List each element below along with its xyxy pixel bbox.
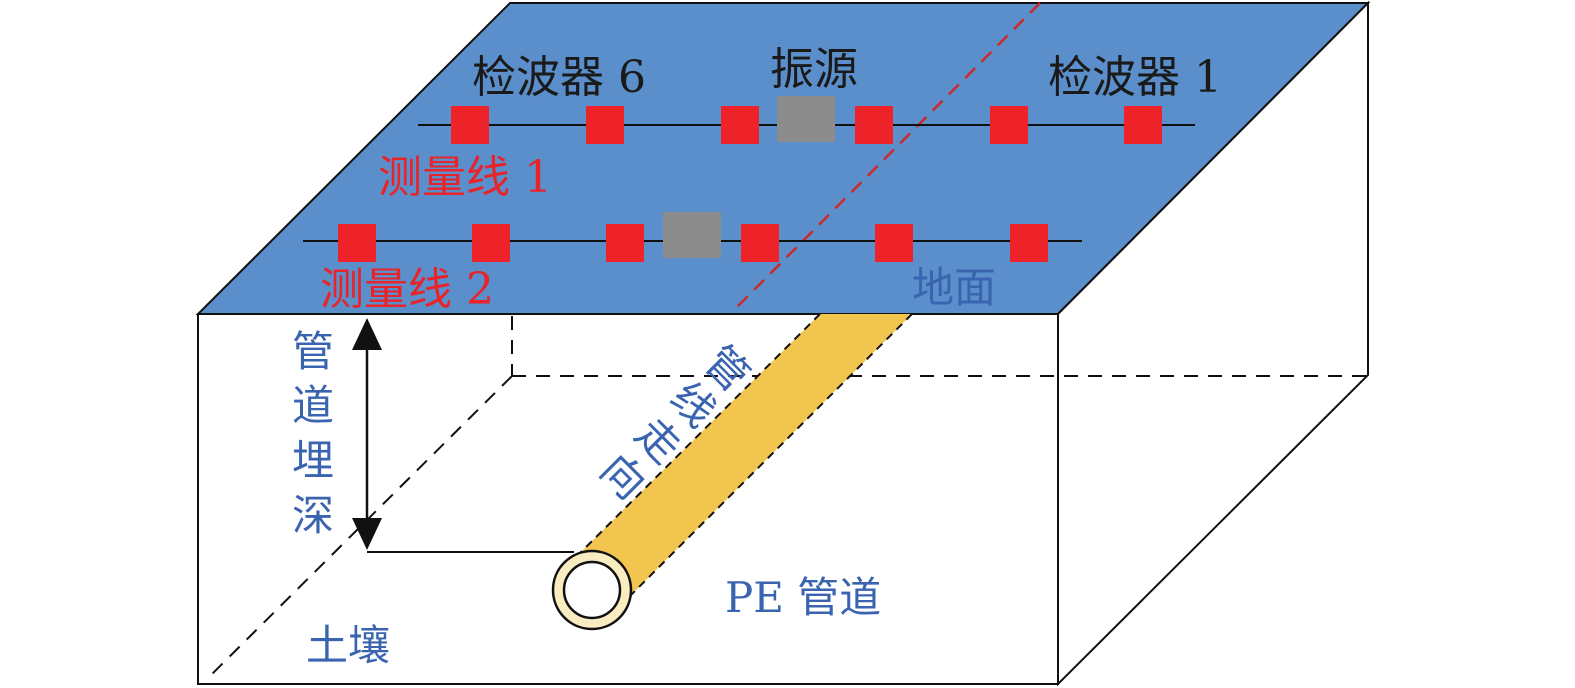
source-line-1 — [777, 96, 835, 142]
receiver — [338, 224, 376, 262]
depth-arrow-head-up — [352, 318, 382, 350]
receiver-1-label: 检波器 1 — [1048, 52, 1222, 103]
ground-label: 地面 — [912, 263, 996, 312]
survey-line-1-label: 测量线 1 — [378, 152, 552, 203]
receivers-line-2 — [338, 224, 1048, 262]
receiver — [451, 106, 489, 144]
receiver — [586, 106, 624, 144]
receiver — [990, 106, 1028, 144]
depth-arrow-head-down — [352, 518, 382, 550]
receiver — [606, 224, 644, 262]
pipeline-direction-line — [736, 2, 1041, 308]
receiver — [1010, 224, 1048, 262]
burial-depth-label: 管 道 埋 深 — [292, 327, 334, 540]
source-line-2 — [663, 212, 721, 258]
receiver — [855, 106, 893, 144]
burial-depth-char: 管 — [292, 327, 334, 376]
pe-pipe-end-hole — [562, 560, 622, 620]
pe-pipe-body — [565, 314, 912, 598]
hidden-edges — [207, 316, 1368, 679]
receiver — [741, 224, 779, 262]
survey-line-2-label: 测量线 2 — [320, 264, 494, 315]
soil-label: 土壤 — [306, 621, 390, 670]
burial-depth-char: 道 — [292, 381, 334, 430]
pipe-edge-left — [564, 313, 821, 569]
pipe-edge-right — [627, 313, 913, 599]
burial-depth-char: 埋 — [292, 436, 334, 485]
soil-side-face — [1057, 0, 1369, 687]
pe-pipe-label: PE 管道 — [725, 573, 881, 622]
source-label: 振源 — [770, 44, 858, 95]
receiver — [1124, 106, 1162, 144]
receiver-6-label: 检波器 6 — [472, 52, 646, 103]
burial-depth-char: 深 — [292, 491, 334, 540]
receiver — [721, 106, 759, 144]
receiver — [875, 224, 913, 262]
receivers-line-1 — [451, 106, 1162, 144]
receiver — [472, 224, 510, 262]
